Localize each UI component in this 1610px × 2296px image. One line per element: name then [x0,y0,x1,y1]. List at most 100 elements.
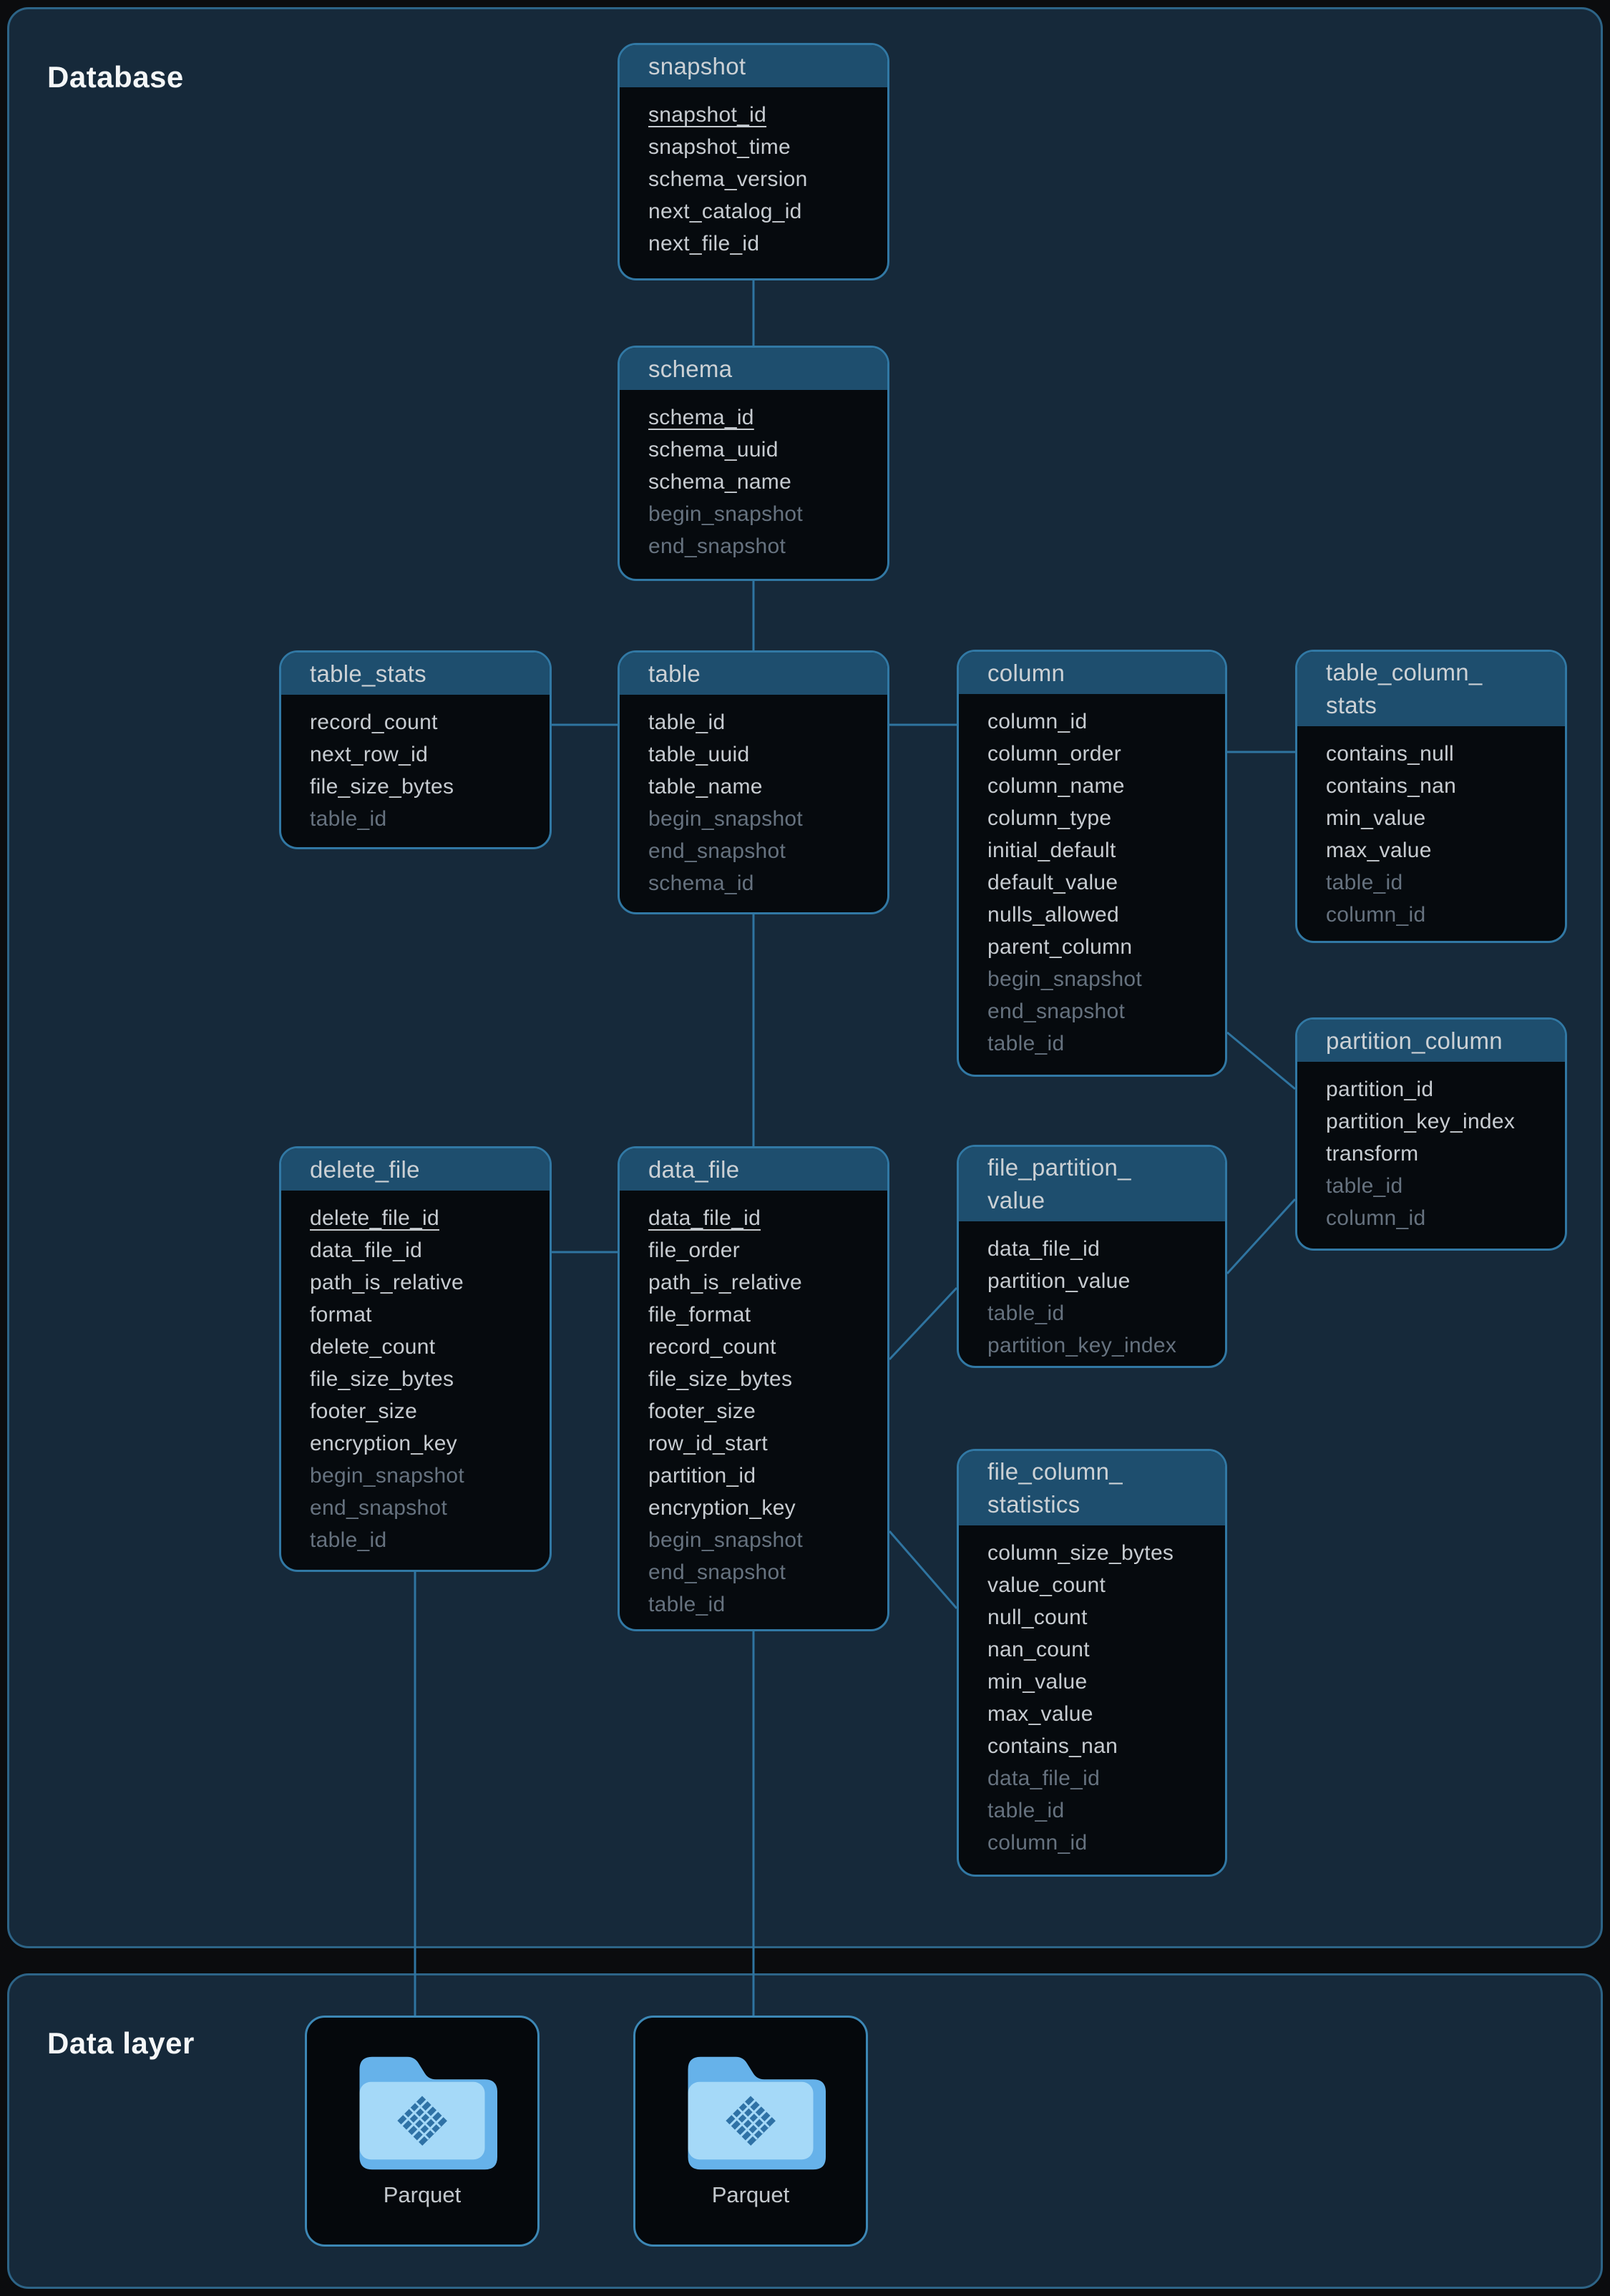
field-row: column_id [1326,1206,1426,1230]
field-row: file_format [648,1303,751,1327]
entity-snapshot: snapshot snapshot_id snapshot_time schema_v… [618,43,889,280]
field-row: contains_nan [987,1734,1118,1758]
field-row: end_snapshot [310,1496,448,1520]
field-row: table_id [310,1528,387,1552]
field-row: column_order [987,742,1122,766]
field-row: column_id [987,710,1088,733]
field-row: transform [1326,1142,1419,1166]
field-row: footer_size [648,1399,756,1423]
parquet-card: Parquet [633,2016,868,2247]
field-row: min_value [1326,806,1426,830]
parquet-card-label: Parquet [383,2182,462,2207]
field-row: column_type [987,806,1112,830]
field-row: schema_id [648,871,754,895]
field-row: encryption_key [310,1432,457,1455]
field-row: default_value [987,871,1118,894]
field-row: column_size_bytes [987,1541,1174,1565]
field-row: next_file_id [648,232,760,255]
entity-title: snapshot [620,45,887,87]
parquet-logo [726,2096,776,2146]
field-row: max_value [1326,839,1432,862]
entity-title: file_column_statistics [959,1451,1225,1525]
entity-partition-column: partition_column partition_id partition_ke… [1295,1017,1567,1251]
field-row: table_id [310,807,387,831]
entity-table-column-stats: table_column_stats contains_null contains_… [1295,650,1567,943]
field-row: table_uuid [648,743,750,766]
parquet-folder-icon [359,2056,497,2170]
field-row: max_value [987,1702,1093,1726]
field-row: data_file_id [987,1237,1101,1261]
relationship-line [888,1530,958,1609]
field-row: record_count [648,1335,776,1359]
field-row: partition_id [648,1464,756,1487]
field-row: contains_nan [1326,774,1457,798]
field-row: footer_size [310,1399,418,1423]
field-row: begin_snapshot [648,502,804,526]
field-row: encryption_key [648,1496,796,1520]
field-row: partition_id [1326,1078,1434,1101]
field-row: file_order [648,1239,741,1262]
field-row: table_id [648,1593,726,1616]
entity-title: table_stats [281,653,550,695]
field-row: parent_column [987,935,1133,959]
field-row: initial_default [987,839,1116,862]
field-row: min_value [987,1670,1088,1694]
field-row: value_count [987,1573,1106,1597]
field-row: end_snapshot [648,534,786,558]
field-row: delete_file_id [310,1206,440,1230]
entity-title: table_column_stats [1297,652,1565,726]
field-row: schema_version [648,167,808,191]
entity-title: data_file [620,1148,887,1191]
entity-fields: schema_id schema_uuid schema_name begin_sna… [620,390,887,579]
field-row: column_id [987,1831,1088,1855]
relationship-line [888,1286,958,1361]
field-row: table_id [987,1301,1065,1325]
field-row: file_size_bytes [648,1367,793,1391]
field-row: record_count [310,710,438,734]
field-row: table_id [1326,1174,1403,1198]
field-row: schema_name [648,470,792,494]
field-row: snapshot_time [648,135,791,159]
field-row: snapshot_id [648,103,767,127]
field-row: null_count [987,1606,1088,1629]
parquet-folder-icon [688,2056,826,2170]
relationship-line [1226,1031,1296,1090]
field-row: contains_null [1326,742,1455,766]
entity-title: column [959,652,1225,694]
field-row: schema_uuid [648,438,779,461]
field-row: partition_key_index [1326,1110,1516,1133]
field-row: next_row_id [310,743,429,766]
field-row: schema_id [648,406,754,429]
entity-fields: partition_id partition_key_index transform… [1297,1062,1565,1249]
entity-title: delete_file [281,1148,550,1191]
field-row: table_id [1326,871,1403,894]
field-row: table_id [987,1799,1065,1822]
field-row: path_is_relative [310,1271,464,1294]
parquet-card: Parquet [305,2016,540,2247]
entity-title: table [620,653,887,695]
entity-title: partition_column [1297,1020,1565,1062]
field-row: data_file_id [648,1206,761,1230]
field-row: file_size_bytes [310,1367,454,1391]
parquet-logo [397,2096,447,2146]
field-row: begin_snapshot [310,1464,465,1487]
field-row: end_snapshot [648,839,786,863]
field-row: table_id [987,1032,1065,1055]
field-row: partition_value [987,1269,1131,1293]
field-row: table_id [648,710,726,734]
field-row: end_snapshot [987,1000,1126,1023]
